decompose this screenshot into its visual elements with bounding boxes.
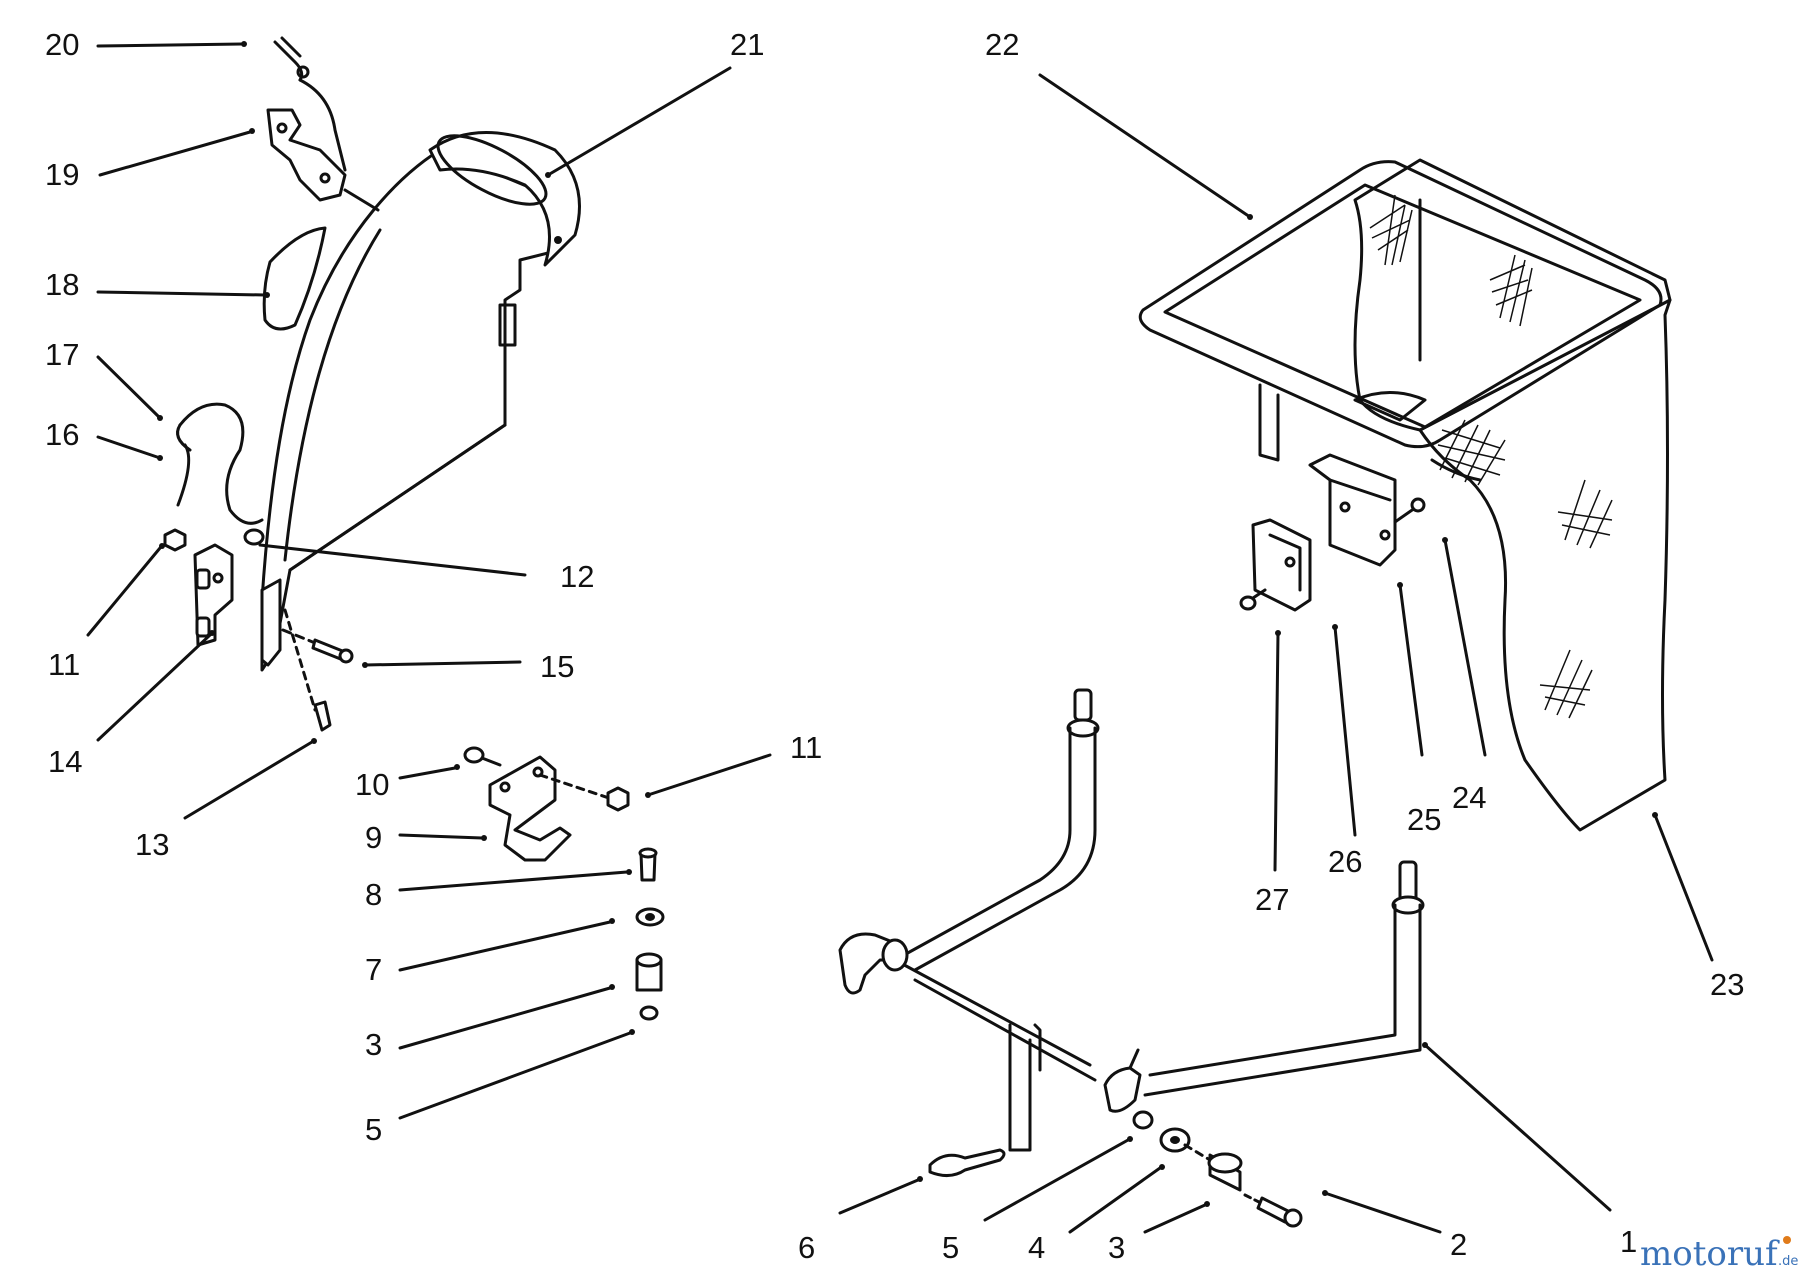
- nut-part-2: [606, 786, 630, 812]
- latch-bracket: [266, 108, 380, 212]
- callout-24: 24: [1452, 780, 1486, 815]
- callout-2: 2: [1450, 1227, 1467, 1262]
- discharge-chute: [260, 131, 581, 672]
- callout-20: 20: [45, 27, 79, 62]
- bracket-part: [488, 755, 617, 862]
- callout-22: 22: [985, 27, 1019, 62]
- callout-14: 14: [48, 744, 82, 779]
- callout-5-bottom: 5: [942, 1230, 959, 1265]
- callout-17: 17: [45, 337, 79, 372]
- watermark-brand: motoruf: [1640, 1234, 1780, 1274]
- mount-bolt-part: [1393, 506, 1417, 524]
- callout-3-left: 3: [365, 1027, 382, 1062]
- frame-hardware: [928, 1110, 1303, 1228]
- callout-12: 12: [560, 559, 594, 594]
- callout-11-right: 11: [790, 730, 822, 765]
- callout-26: 26: [1328, 844, 1362, 879]
- clip-pin-part: [273, 36, 347, 172]
- callout-16: 16: [45, 417, 79, 452]
- callout-15: 15: [540, 649, 574, 684]
- watermark-tld: .de: [1778, 1254, 1798, 1269]
- bolt-part: [281, 628, 354, 664]
- hinge-bracket: [193, 543, 234, 647]
- callout-5-left: 5: [365, 1112, 382, 1147]
- pin-part: [283, 608, 332, 732]
- callout-1: 1: [1620, 1224, 1637, 1259]
- deflector-plate: [262, 226, 327, 331]
- spring-part: [176, 402, 264, 525]
- callout-23: 23: [1710, 967, 1744, 1002]
- callout-19: 19: [45, 157, 79, 192]
- callout-11-left: 11: [48, 647, 80, 682]
- callout-13: 13: [135, 827, 169, 862]
- callout-21: 21: [730, 27, 764, 62]
- callout-8: 8: [365, 877, 382, 912]
- mount-bolt-head: [1410, 497, 1426, 513]
- washer-part: [243, 528, 265, 546]
- callout-7: 7: [365, 952, 382, 987]
- grass-bag: [1138, 158, 1672, 832]
- mount-nut-part: [1239, 595, 1257, 611]
- callout-4: 4: [1028, 1230, 1045, 1265]
- callout-10: 10: [355, 767, 389, 802]
- support-frame: [838, 688, 1425, 1152]
- watermark: motoruf .de: [1640, 1234, 1798, 1274]
- frame-mount-bracket: [1308, 453, 1397, 567]
- screw-part: [463, 746, 502, 767]
- callout-3-bottom: 3: [1108, 1230, 1125, 1265]
- frame-clamp-plate: [1251, 518, 1312, 612]
- callout-numbers: 20 19 18 17 16 11 14 13 12 15 21 10 9 11…: [45, 27, 1744, 1265]
- callout-9: 9: [365, 820, 382, 855]
- nut-part: [163, 528, 187, 552]
- leader-lines: [86, 41, 1714, 1234]
- callout-18: 18: [45, 267, 79, 302]
- watermark-dot-icon: [1783, 1236, 1791, 1244]
- hardware-stack: [635, 847, 665, 1021]
- callout-6: 6: [798, 1230, 815, 1265]
- callout-27: 27: [1255, 882, 1289, 917]
- callout-25: 25: [1407, 802, 1441, 837]
